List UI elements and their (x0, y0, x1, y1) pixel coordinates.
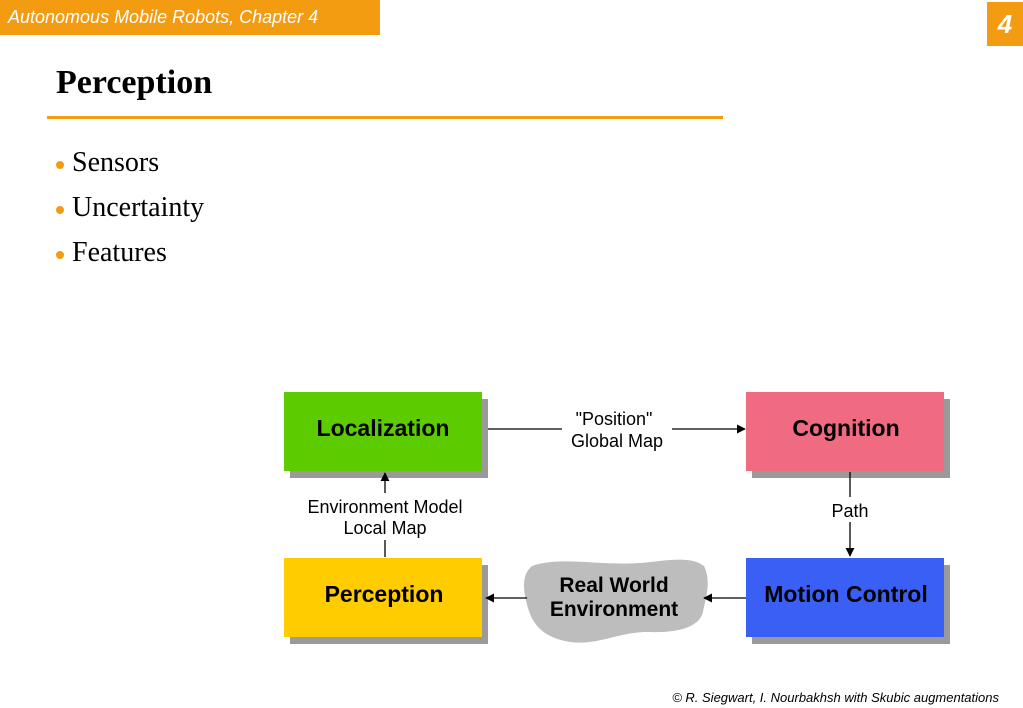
footer-credit: © R. Siegwart, I. Nourbakhsh with Skubic… (672, 690, 999, 705)
localization-label: Localization (317, 415, 450, 441)
real-world-blob (523, 559, 708, 643)
bullet-item: Sensors (56, 140, 204, 185)
bullet-dot-icon (56, 160, 64, 169)
bullet-text: Sensors (72, 146, 160, 178)
title-underline (47, 116, 723, 119)
motion-control-label: Motion Control (764, 581, 928, 607)
bullet-dot-icon (56, 205, 64, 214)
bullet-item: Uncertainty (56, 185, 204, 230)
bullet-dot-icon (56, 250, 64, 259)
edge-label-position: "Position" (576, 409, 653, 429)
cognition-label: Cognition (792, 415, 899, 441)
perception-box (284, 558, 482, 637)
edge-label-global-map: Global Map (571, 431, 663, 451)
bullet-text: Uncertainty (72, 191, 205, 223)
real-world-label-line2: Environment (550, 598, 678, 621)
edge-label-environment-model: Environment Model (307, 497, 462, 517)
cognition-box (746, 392, 944, 471)
edge-label-path: Path (831, 501, 868, 521)
slide-title: Perception (56, 64, 213, 101)
perception-label: Perception (325, 581, 444, 607)
bullet-text: Features (72, 236, 167, 268)
page-number-badge: 4 (987, 2, 1023, 46)
chapter-header: Autonomous Mobile Robots, Chapter 4 (0, 0, 380, 35)
motion-control-box (746, 558, 944, 637)
bullet-item: Features (56, 230, 204, 275)
localization-box (284, 392, 482, 471)
edge-label-local-map: Local Map (343, 518, 426, 538)
real-world-label-line1: Real World (559, 574, 668, 597)
bullet-list: Sensors Uncertainty Features (56, 140, 204, 275)
